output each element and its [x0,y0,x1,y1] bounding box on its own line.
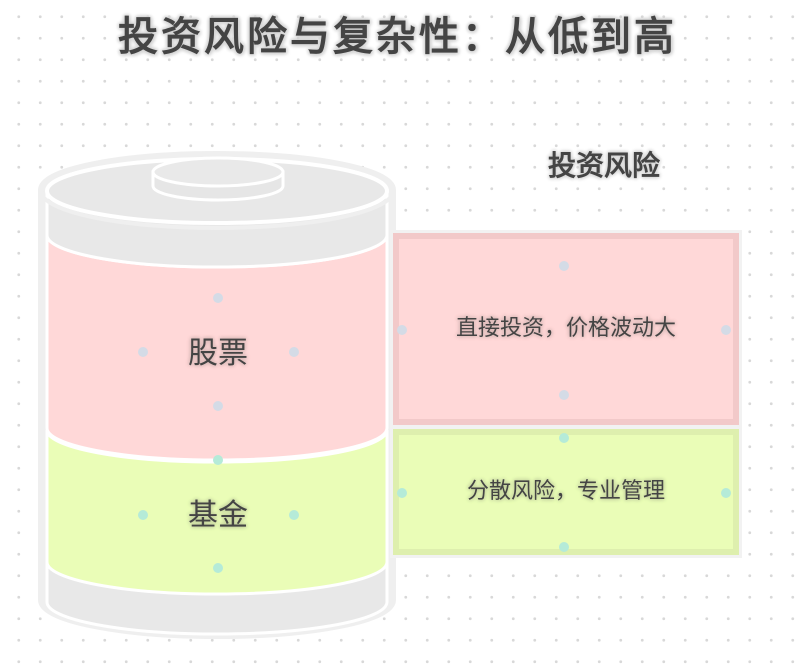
selection-handle[interactable] [138,510,148,520]
selection-handle[interactable] [213,455,223,465]
selection-handle[interactable] [559,261,569,271]
selection-handle[interactable] [213,293,223,303]
fund-description: 分散风险，专业管理 [466,478,665,504]
selection-handle[interactable] [559,542,569,552]
selection-handle[interactable] [138,347,148,357]
selection-handle[interactable] [397,325,407,335]
selection-handle[interactable] [213,563,223,573]
selection-handle[interactable] [559,390,569,400]
selection-handle[interactable] [289,510,299,520]
risk-axis-label: 投资风险 [548,149,661,182]
stock-description: 直接投资，价格波动大 [455,315,676,341]
selection-handle[interactable] [721,488,731,498]
layer-label-stock: 股票 [188,336,248,371]
selection-handle[interactable] [559,433,569,443]
selection-handle[interactable] [397,488,407,498]
selection-handle[interactable] [289,347,299,357]
layer-label-fund: 基金 [188,498,248,533]
selection-handle[interactable] [721,325,731,335]
fund-description-box: 分散风险，专业管理 [390,426,742,558]
diagram-title: 投资风险与复杂性：从低到高 [118,14,677,60]
selection-handle[interactable] [213,401,223,411]
